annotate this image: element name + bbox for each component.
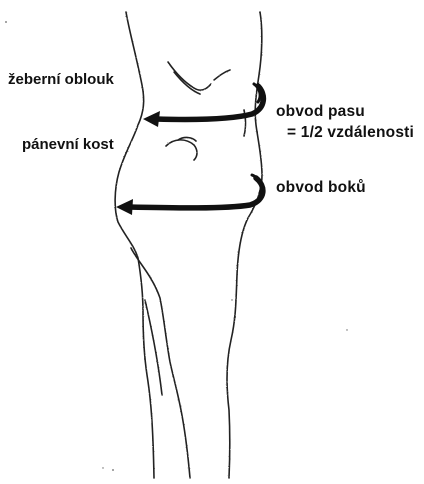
rib-arch-stroke-3 <box>214 70 230 80</box>
body-left-contour <box>115 12 154 478</box>
label-waist-circumference: obvod pasu <box>276 104 365 120</box>
label-half-distance: = 1/2 vzdálenosti <box>287 125 414 141</box>
hip-arrowhead <box>116 199 133 215</box>
rib-arch-stroke-1 <box>168 62 211 90</box>
hip-arrow <box>128 175 263 208</box>
pelvic-bone-stroke <box>166 140 197 160</box>
label-hip-circumference: obvod boků <box>276 180 366 196</box>
label-pelvic-bone: pánevní kost <box>22 137 114 152</box>
label-rib-arch: žeberní oblouk <box>8 72 114 87</box>
waist-arrowhead <box>143 111 160 127</box>
waist-arrow <box>156 84 263 119</box>
inner-leg-line <box>131 248 190 478</box>
body-right-contour <box>227 12 262 478</box>
